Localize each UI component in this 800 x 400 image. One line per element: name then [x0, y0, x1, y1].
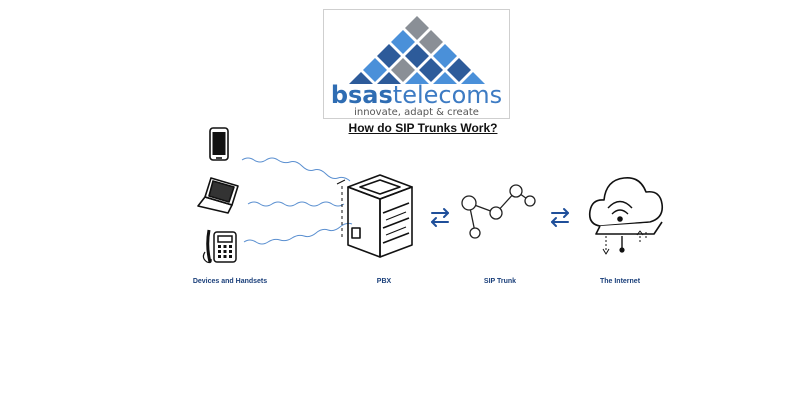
page-title: How do SIP Trunks Work? [348, 121, 498, 135]
server-icon [336, 174, 413, 258]
cloud-icon [588, 176, 664, 255]
label-sip-trunk: SIP Trunk [483, 278, 517, 285]
logo-name-part1: bsas [330, 81, 393, 109]
exchange-arrows-icon [551, 208, 569, 227]
label-pbx: PBX [376, 278, 392, 285]
signal-waves [241, 157, 353, 245]
logo-tagline: innovate, adapt & create [354, 107, 479, 118]
node-graph-icon [461, 184, 536, 239]
desk-phone-icon [202, 229, 237, 264]
logo-wordmark: bsastelecoms [324, 83, 509, 107]
laptop-icon [197, 177, 239, 214]
label-devices: Devices and Handsets [192, 278, 268, 285]
logo-name-part2: telecoms [392, 81, 503, 109]
logo-box: bsastelecoms innovate, adapt & create [323, 9, 510, 119]
smartphone-icon [209, 127, 229, 161]
logo-mark-icon [349, 16, 485, 84]
label-internet: The Internet [599, 278, 641, 285]
exchange-arrows-icon [431, 208, 449, 227]
